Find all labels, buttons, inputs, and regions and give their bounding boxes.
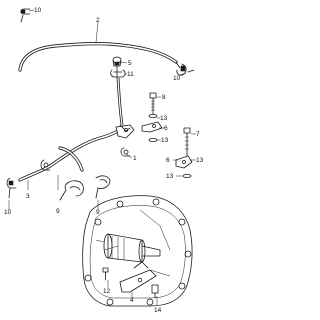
callout-11: 11 [127,71,134,78]
callout-13-a: 13 [160,115,168,122]
transmission-case [82,195,193,307]
washer-13-lower [182,173,192,178]
clamp-9-left [59,180,84,201]
callout-6-a: 6 [164,125,168,132]
callout-9-right: 9 [96,209,100,216]
callout-10-right: 10 [173,75,181,82]
callout-6-b: 6 [166,157,170,164]
hose-clamp-left [6,177,17,199]
clip-11 [110,69,126,78]
washer-13-upper [148,114,158,119]
callout-7: 7 [196,131,200,138]
callout-12: 12 [103,288,111,295]
bolt-7 [183,127,191,157]
fork-4 [119,261,157,293]
callout-1: 1 [133,155,137,162]
hose-3-branch [58,146,84,172]
bracket-1 [115,124,135,139]
bolt-8 [149,92,157,115]
fitting-5 [112,56,122,67]
bolt-12 [102,267,109,281]
bracket-6-upper [141,121,163,133]
callout-2: 2 [96,17,100,24]
callout-13-c: 13 [196,157,204,164]
callout-9-left: 9 [56,208,60,215]
parts-diagram: 10 2 5 11 10 8 13 6 13 7 6 13 13 1 3 9 9… [4,7,204,314]
callout-labels: 10 2 5 11 10 8 13 6 13 7 6 13 13 1 3 9 9… [4,7,204,314]
clamp-9-right [95,175,111,199]
leader-lines [8,9,196,305]
callout-14: 14 [154,307,162,314]
dipstick-tube [116,65,131,132]
hose-clamp-top [20,8,31,23]
clamp-10-mid [120,147,131,157]
hose-3 [18,130,118,182]
callout-10-top: 10 [34,7,42,14]
bracket-6-lower [175,155,193,169]
hose-2 [18,42,178,72]
callout-8: 8 [162,94,166,101]
callout-5: 5 [128,60,132,67]
shaft-1 [103,233,161,263]
callout-13-b: 13 [161,137,169,144]
clamp-small-left [40,159,51,171]
callout-4: 4 [130,297,134,304]
sensor-14 [151,284,159,299]
hose-clamp-right [175,61,195,76]
washer-13-mid [148,137,158,142]
callout-3: 3 [26,193,30,200]
callout-13-d: 13 [166,173,174,180]
callout-10-left: 10 [4,209,12,216]
